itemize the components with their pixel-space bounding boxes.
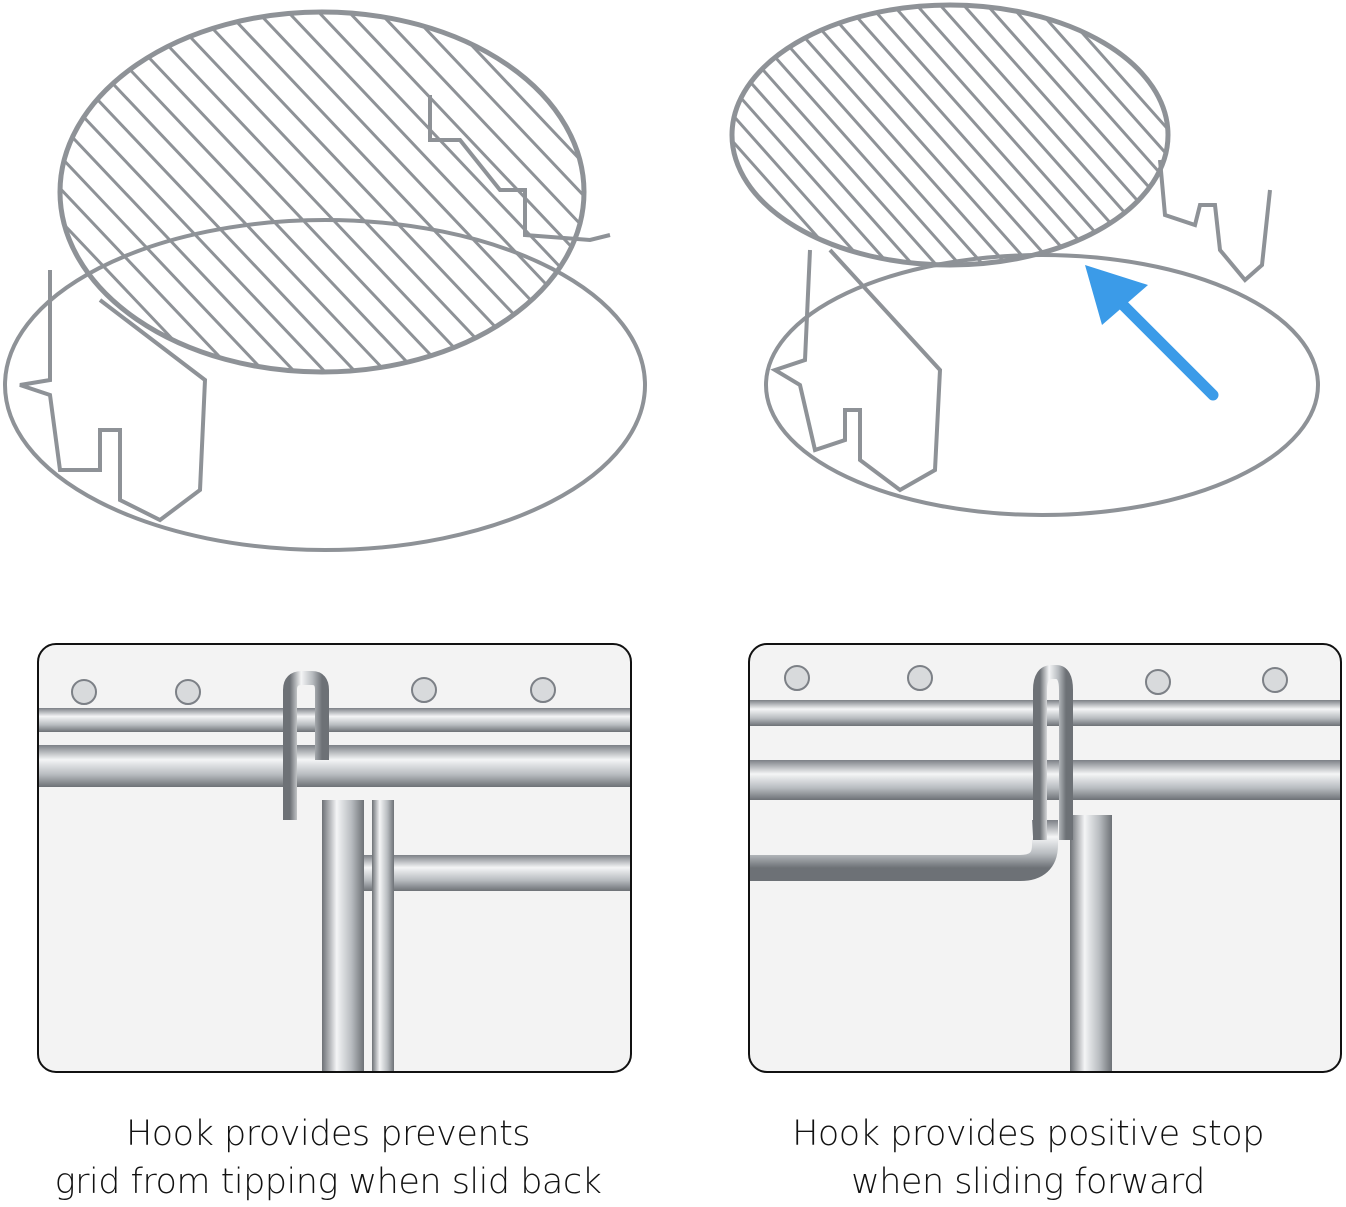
grid-bar xyxy=(732,5,942,265)
grid-bar xyxy=(732,5,872,265)
grid-bar xyxy=(427,12,584,372)
grid-bar xyxy=(1051,5,1168,265)
grid-leg xyxy=(770,248,943,493)
grid-bar xyxy=(864,5,1107,265)
grid-bar xyxy=(184,12,547,372)
grid-bar xyxy=(397,12,584,372)
detail-panel-left-border xyxy=(37,643,632,1073)
grid-bar xyxy=(1028,5,1168,265)
grid-bar xyxy=(732,5,802,265)
detail-panel-right xyxy=(749,644,1341,1072)
base-ring xyxy=(3,218,647,552)
grid-bar xyxy=(793,5,1036,265)
grid-bar xyxy=(62,12,426,372)
rack-slid-forward xyxy=(729,2,1320,517)
arrow-up-left-icon xyxy=(1085,265,1219,401)
grid-bar xyxy=(306,12,584,372)
grid-bar xyxy=(60,12,395,372)
caption-right-line1: Hook provides positive stop xyxy=(792,1114,1264,1154)
grid-leg xyxy=(1158,159,1272,283)
grid-bar xyxy=(732,5,896,265)
grid-bar xyxy=(518,12,584,372)
grid-bar xyxy=(60,12,274,372)
grid-bar xyxy=(1004,5,1168,265)
grid-bar xyxy=(958,5,1168,265)
grid-bar xyxy=(60,12,334,372)
grid-bar xyxy=(770,5,1013,265)
grid-bar xyxy=(154,12,517,372)
grid-bar xyxy=(60,12,365,372)
grid-bar xyxy=(123,12,486,372)
base-ring xyxy=(764,253,1320,517)
grid-bar xyxy=(1098,5,1168,265)
grid-bar xyxy=(366,12,584,372)
grid-bar xyxy=(887,5,1130,265)
detail-panel-right-border xyxy=(748,643,1342,1073)
grid-bar xyxy=(732,5,966,265)
grid-bar xyxy=(746,5,989,265)
grid-bar xyxy=(732,5,849,265)
grid-bar xyxy=(60,12,304,372)
grid-leg xyxy=(428,95,611,243)
grid-bar xyxy=(732,5,825,265)
grid-bar xyxy=(732,5,919,265)
grid-bar xyxy=(60,12,213,372)
cooking-grid xyxy=(732,5,1168,265)
grid-bar xyxy=(488,12,584,372)
caption-right-line2: when sliding forward xyxy=(851,1162,1205,1202)
grid-bar xyxy=(934,5,1168,265)
grid-bar xyxy=(840,5,1083,265)
grid-bar xyxy=(911,5,1154,265)
grid-bar xyxy=(1075,5,1168,265)
detail-panel-left xyxy=(38,644,631,1072)
grid-bar xyxy=(817,5,1060,265)
caption-left-line2: grid from tipping when slid back xyxy=(54,1162,602,1202)
caption-left-line1: Hook provides prevents xyxy=(125,1114,531,1154)
caption-left: Hook provides prevents grid from tipping… xyxy=(8,1110,648,1206)
grid-bar xyxy=(245,12,584,372)
grid-leg xyxy=(19,270,208,523)
caption-right: Hook provides positive stop when sliding… xyxy=(708,1110,1346,1206)
grid-bar xyxy=(93,12,456,372)
grid-bar xyxy=(981,5,1168,265)
